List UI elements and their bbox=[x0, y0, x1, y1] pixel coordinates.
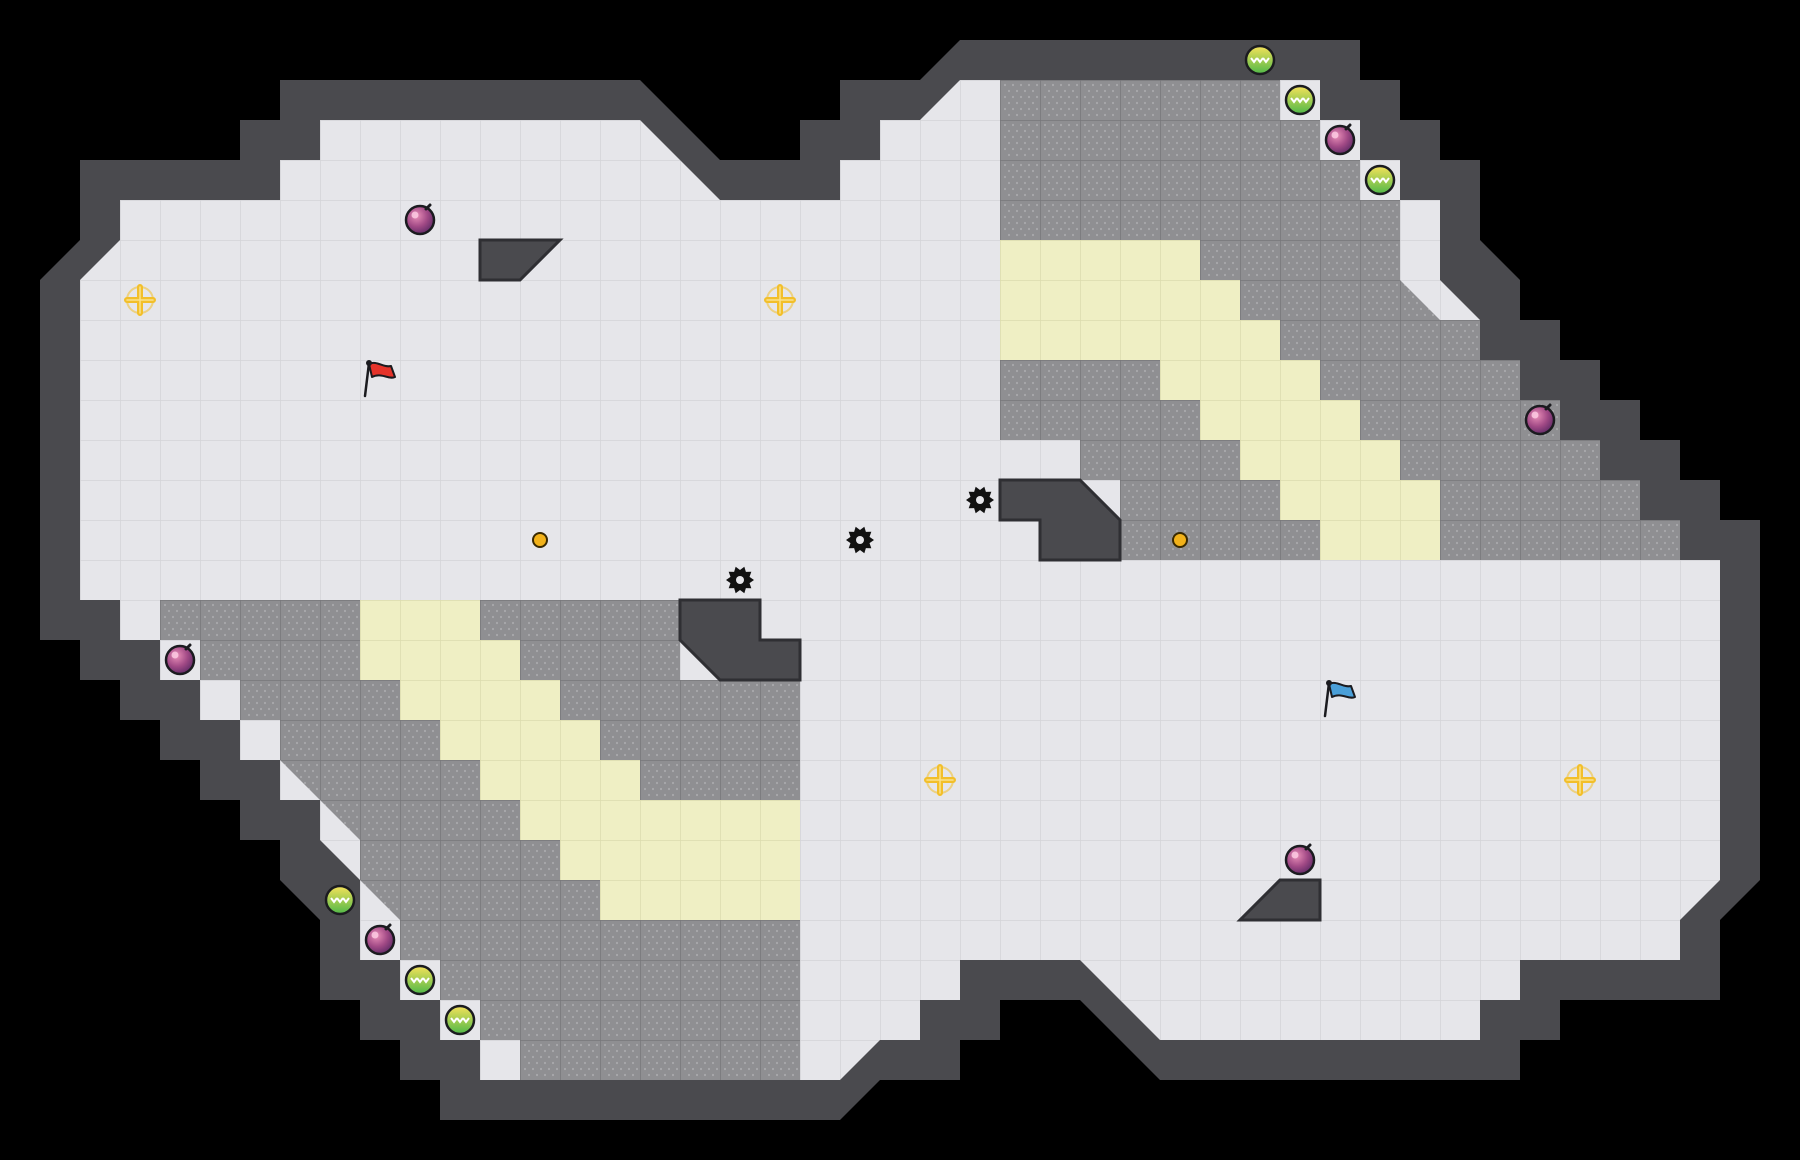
bomb-icon bbox=[1524, 403, 1556, 436]
bomb-icon bbox=[404, 203, 436, 236]
rough-layer bbox=[120, 80, 1680, 1080]
rough-zone-north-east bbox=[1000, 80, 1680, 560]
speed-boost-icon bbox=[1364, 164, 1396, 196]
sand-zone-north-east bbox=[1000, 240, 1440, 560]
spike-mine-icon bbox=[726, 566, 754, 594]
speed-boost-icon bbox=[1284, 84, 1316, 116]
bomb-icon bbox=[1324, 123, 1356, 156]
speed-boost-icon bbox=[324, 884, 356, 916]
wall-block-center-north bbox=[998, 478, 1122, 562]
powerup-spawn-icon bbox=[764, 284, 796, 316]
bomb-icon bbox=[364, 923, 396, 956]
wall-block-small-west bbox=[478, 238, 564, 282]
sand-layer bbox=[360, 240, 1440, 920]
speed-boost-icon bbox=[1244, 44, 1276, 76]
entity-layer bbox=[124, 44, 1596, 1036]
bomb-icon bbox=[164, 643, 196, 676]
spike-mine-icon bbox=[966, 486, 994, 514]
obstacle-layer bbox=[478, 238, 1322, 922]
powerup-spawn-icon bbox=[124, 284, 156, 316]
rough-zone-south-west bbox=[120, 600, 800, 1080]
powerup-spawn-icon bbox=[1564, 764, 1596, 796]
wall-block-center-south bbox=[678, 598, 802, 682]
portal-dot-icon bbox=[1172, 532, 1188, 548]
red-flag-icon bbox=[363, 360, 396, 398]
powerup-spawn-icon bbox=[924, 764, 956, 796]
speed-boost-icon bbox=[404, 964, 436, 996]
speed-boost-icon bbox=[444, 1004, 476, 1036]
spike-mine-icon bbox=[846, 526, 874, 554]
blue-flag-icon bbox=[1323, 680, 1356, 718]
bomb-icon bbox=[1284, 843, 1316, 876]
portal-dot-icon bbox=[532, 532, 548, 548]
sand-zone-south-west bbox=[360, 600, 800, 920]
wall-block-small-east bbox=[1236, 878, 1322, 922]
